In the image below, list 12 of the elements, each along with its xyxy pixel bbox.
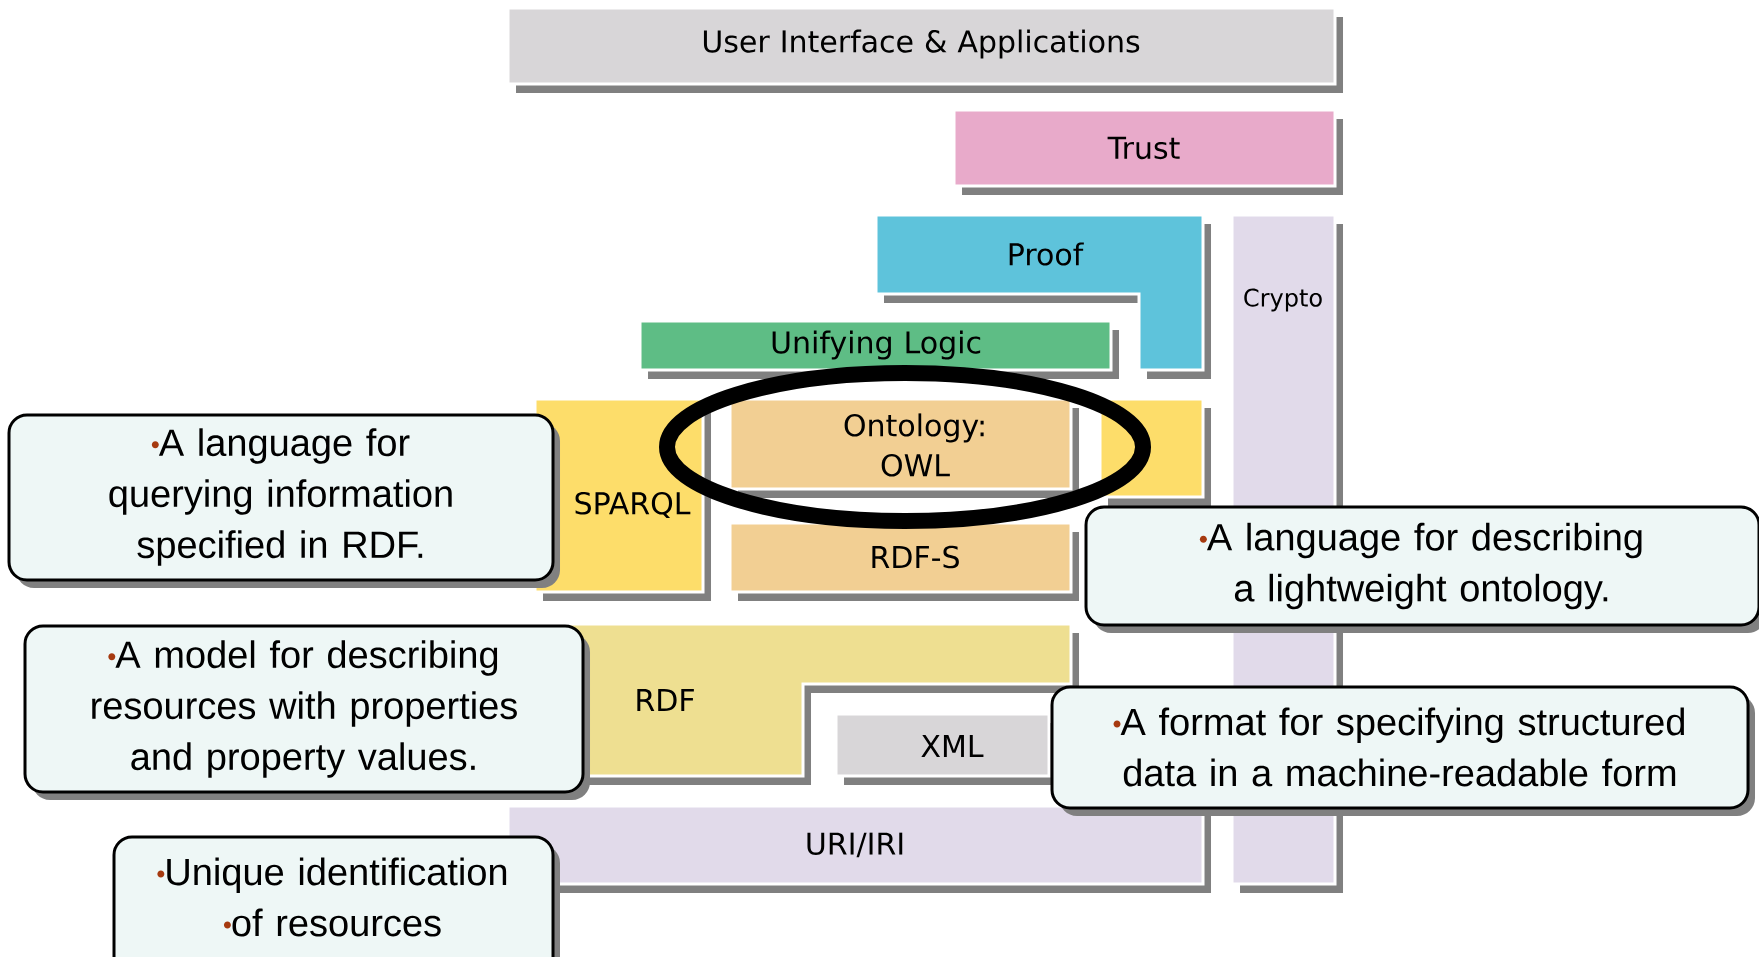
layer-box: Ontology: OWL — [728, 397, 1079, 498]
layer-box: Trust — [952, 108, 1343, 195]
callout-box: A language for describing a lightweight ontology. — [1084, 505, 1759, 633]
layer-box: User Interface & Applications — [506, 6, 1343, 93]
layer-box: Unifying Logic — [638, 319, 1119, 379]
layer-box: RDF-S — [728, 521, 1079, 601]
callout-box: A language for querying information specified in RDF. — [7, 413, 560, 588]
callout-box: A model for describing resources with properties and property values. — [23, 624, 590, 800]
layer-box: XML — [834, 712, 1057, 785]
callout-box: Unique identification of resources — [112, 835, 560, 957]
callout-box: A format for specifying structured data in a machine-readable form — [1050, 685, 1755, 816]
layer-box: URI/IRI — [506, 804, 1211, 893]
